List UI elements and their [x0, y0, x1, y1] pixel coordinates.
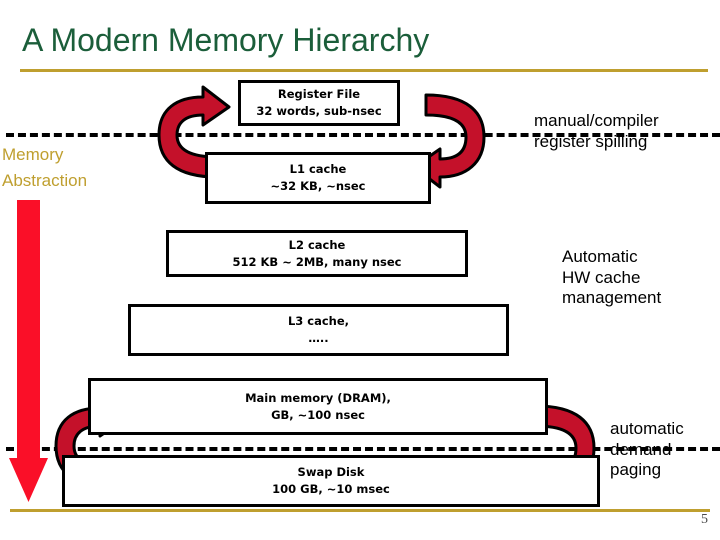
box-line-1: Main memory (DRAM), — [245, 390, 391, 405]
box-line-2: 100 GB, ~10 msec — [272, 482, 390, 496]
curved-arrow-up-right-icon — [157, 85, 231, 179]
annotation-line-3: paging — [610, 460, 662, 480]
hierarchy-box-register-file: Register File 32 words, sub-nsec — [238, 80, 400, 126]
box-line-2: ~32 KB, ~nsec — [270, 179, 366, 193]
curved-arrow-down-left-icon — [412, 93, 486, 189]
hierarchy-box-l2-cache: L2 cache 512 KB ~ 2MB, many nsec — [166, 230, 468, 277]
memory-abstraction-line-1: Memory — [2, 145, 64, 164]
box-line-2: 32 words, sub-nsec — [256, 104, 382, 118]
hierarchy-box-swap-disk: Swap Disk 100 GB, ~10 msec — [62, 455, 600, 507]
down-arrow-icon — [9, 200, 48, 502]
annotation-line-2: register spilling — [534, 131, 648, 151]
annotation-line-3: management — [562, 288, 662, 308]
annotation-manual-compiler: manual/compiler register spilling — [534, 111, 720, 152]
page-title: A Modern Memory Hierarchy — [22, 22, 430, 58]
annotation-automatic-hw-cache: Automatic HW cache management — [562, 247, 720, 309]
hierarchy-box-l3-cache: L3 cache, ….. — [128, 304, 509, 356]
annotation-line-2: HW cache — [562, 267, 641, 287]
abstraction-boundary-bottom — [6, 447, 720, 451]
annotation-line-1: automatic — [610, 419, 684, 438]
box-line-1: Swap Disk — [297, 465, 365, 480]
annotation-line-1: manual/compiler — [534, 111, 659, 130]
memory-abstraction-label: Memory Abstraction — [2, 142, 142, 193]
box-line-2: ….. — [308, 331, 329, 345]
title-divider — [20, 69, 708, 72]
hierarchy-box-l1-cache: L1 cache ~32 KB, ~nsec — [205, 152, 431, 204]
box-line-1: L2 cache — [288, 237, 346, 252]
footer-divider — [10, 509, 710, 512]
annotation-demand-paging: automatic demand paging — [610, 419, 720, 481]
hierarchy-box-main-memory: Main memory (DRAM), GB, ~100 nsec — [88, 378, 548, 435]
annotation-line-1: Automatic — [562, 247, 638, 266]
box-line-2: 512 KB ~ 2MB, many nsec — [232, 254, 402, 269]
annotation-line-2: demand — [610, 439, 672, 459]
abstraction-boundary-top — [6, 133, 720, 137]
box-line-1: L3 cache, — [287, 314, 350, 329]
box-line-1: L1 cache — [289, 162, 347, 177]
box-line-2: GB, ~100 nsec — [271, 407, 365, 422]
page-number: 5 — [701, 512, 708, 527]
box-line-1: Register File — [277, 87, 361, 102]
memory-abstraction-line-2: Abstraction — [2, 170, 88, 190]
